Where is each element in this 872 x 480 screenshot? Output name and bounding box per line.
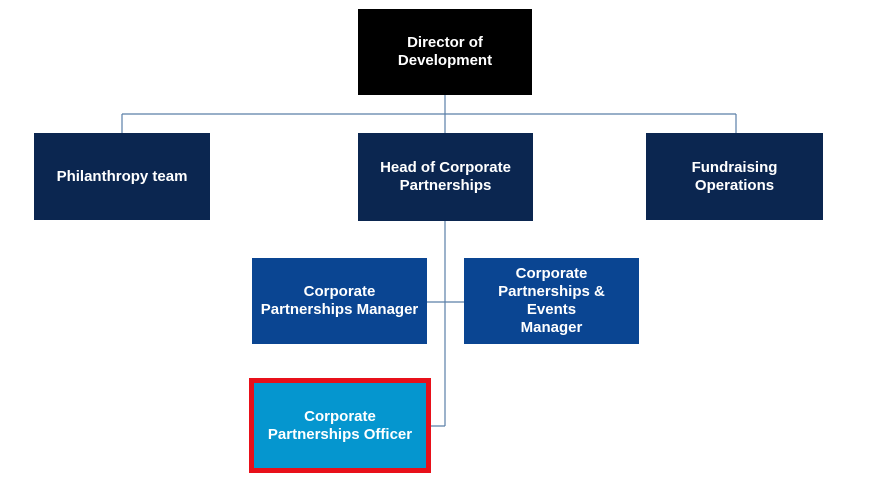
label-line: Manager bbox=[520, 319, 583, 336]
label-line: Corporate bbox=[515, 265, 588, 282]
label-line: Partnerships Manager bbox=[260, 301, 419, 318]
label-line: Philanthropy team bbox=[56, 167, 188, 185]
philanthropy-team-box: Philanthropy team bbox=[34, 133, 210, 220]
label-line: Operations bbox=[694, 176, 775, 194]
label-line: Corporate bbox=[304, 407, 376, 425]
label-line: Corporate bbox=[303, 283, 376, 300]
highlight-frame bbox=[249, 378, 431, 473]
label-line: Director of bbox=[407, 34, 483, 51]
label-line: Head of Corporate bbox=[380, 159, 511, 176]
label-line: Partnerships Officer bbox=[267, 425, 413, 443]
philanthropy-team-label: Philanthropy team bbox=[57, 168, 188, 186]
label-line: Partnerships & Events bbox=[498, 283, 605, 318]
label-line: Fundraising bbox=[691, 158, 778, 176]
label-line: Partnerships bbox=[399, 177, 492, 194]
label-line: Development bbox=[397, 52, 493, 69]
